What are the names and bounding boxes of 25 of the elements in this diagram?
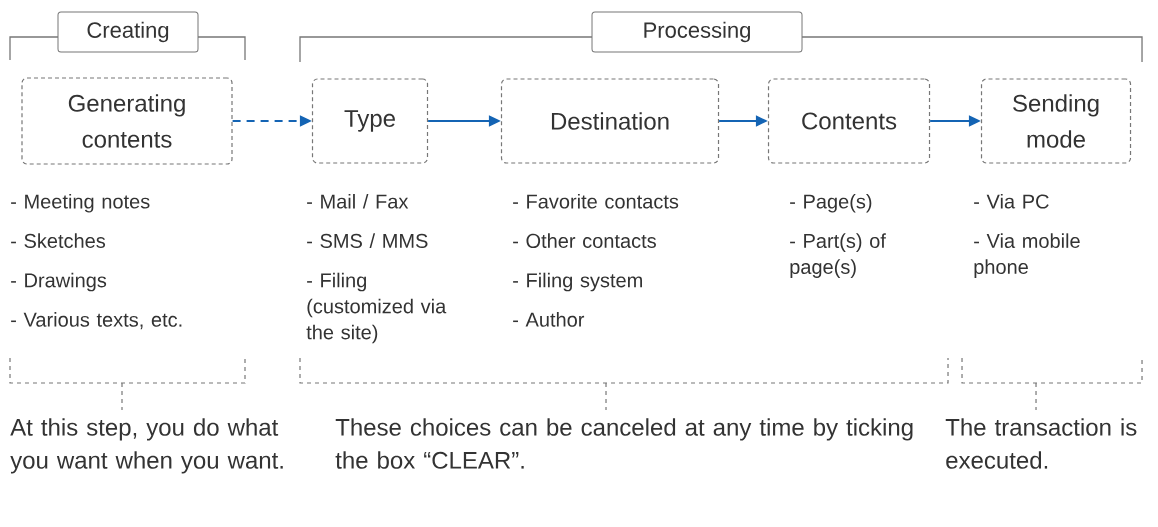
list-item: - Via PC bbox=[974, 193, 1049, 209]
process-box: Sending mode bbox=[980, 78, 1132, 164]
list-item: - Other contacts bbox=[513, 233, 656, 248]
list-item: - Filing (customized via the site) bbox=[306, 272, 447, 344]
section-tab: Processing bbox=[591, 11, 803, 53]
process-box: Destination bbox=[500, 78, 720, 164]
list-item: - Via mobile phone bbox=[974, 233, 1080, 278]
list-item: - Various texts, etc. bbox=[11, 312, 182, 330]
list-item: - Drawings bbox=[11, 272, 107, 292]
list-item: - Page(s) bbox=[790, 193, 872, 213]
list-item: - Filing system bbox=[513, 272, 642, 292]
list-item: - Meeting notes bbox=[11, 193, 150, 213]
process-box: Generating contents bbox=[21, 77, 233, 165]
list-item: - Author bbox=[513, 312, 585, 327]
process-box: Type bbox=[311, 78, 429, 164]
note-text: The transaction is executed. bbox=[945, 418, 1137, 469]
list-item: - Sketches bbox=[11, 233, 106, 248]
list-item: - Part(s) of page(s) bbox=[790, 233, 886, 278]
process-box: Contents bbox=[767, 78, 931, 164]
section-tab: Creating bbox=[57, 11, 199, 53]
list-item: - Mail / Fax bbox=[307, 193, 409, 209]
list-item: - Favorite contacts bbox=[513, 193, 679, 209]
list-item: - SMS / MMS bbox=[307, 233, 428, 248]
note-text: These choices can be canceled at any time by ticking the box “CLEAR”. bbox=[335, 418, 913, 469]
note-text: At this step, you do what you want when you want. bbox=[10, 418, 283, 474]
